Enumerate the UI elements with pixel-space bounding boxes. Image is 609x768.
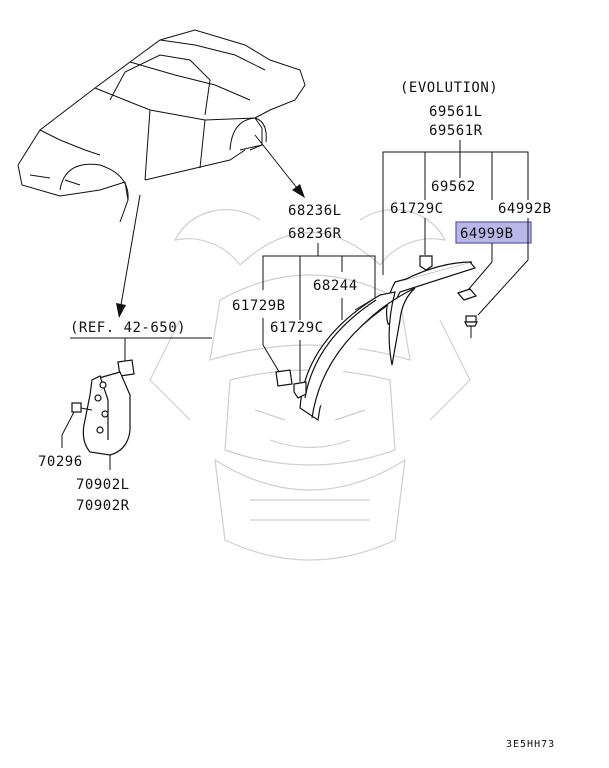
clip-61729c-mid-icon bbox=[293, 381, 307, 399]
clip-ref-icon bbox=[117, 359, 135, 377]
standard-leader-lines bbox=[262, 243, 376, 382]
label-69562: 69562 bbox=[431, 179, 476, 195]
label-64999b: 64999B bbox=[460, 226, 514, 242]
label-64992b: 64992B bbox=[498, 201, 552, 217]
mudguard-part bbox=[82, 371, 131, 456]
label-evolution: (EVOLUTION) bbox=[400, 80, 498, 96]
label-61729c-mid: 61729C bbox=[270, 320, 324, 336]
label-70296: 70296 bbox=[38, 454, 83, 470]
label-68236r: 68236R bbox=[288, 226, 342, 242]
clip-61729b-icon bbox=[275, 369, 293, 387]
fender-flare-part bbox=[299, 287, 416, 422]
label-ref: (REF. 42-650) bbox=[70, 320, 186, 336]
arrow-to-fender-flare bbox=[254, 134, 305, 198]
diagram-code: 3E5HH73 bbox=[506, 739, 555, 750]
evolution-leader-lines bbox=[382, 140, 529, 316]
screw-64992b-icon bbox=[464, 315, 478, 338]
label-69561l: 69561L bbox=[429, 104, 483, 120]
clip-64999b-icon bbox=[456, 288, 478, 301]
leader-70296 bbox=[61, 411, 75, 436]
label-61729c-top: 61729C bbox=[390, 201, 444, 217]
label-70902l: 70902L bbox=[76, 477, 130, 493]
car-body-drawing bbox=[17, 29, 306, 223]
label-61729b: 61729B bbox=[232, 298, 286, 314]
samurai-helmet-watermark-icon bbox=[149, 209, 471, 561]
label-70902r: 70902R bbox=[76, 498, 130, 514]
label-68244: 68244 bbox=[313, 278, 358, 294]
part-64999b-highlight[interactable]: 64999B bbox=[455, 221, 532, 244]
label-68236l: 68236L bbox=[288, 203, 342, 219]
label-69561r: 69561R bbox=[429, 123, 483, 139]
arrow-to-mudguard bbox=[116, 194, 141, 318]
clip-61729c-top-icon bbox=[419, 255, 433, 271]
screw-70296-icon bbox=[71, 402, 93, 413]
